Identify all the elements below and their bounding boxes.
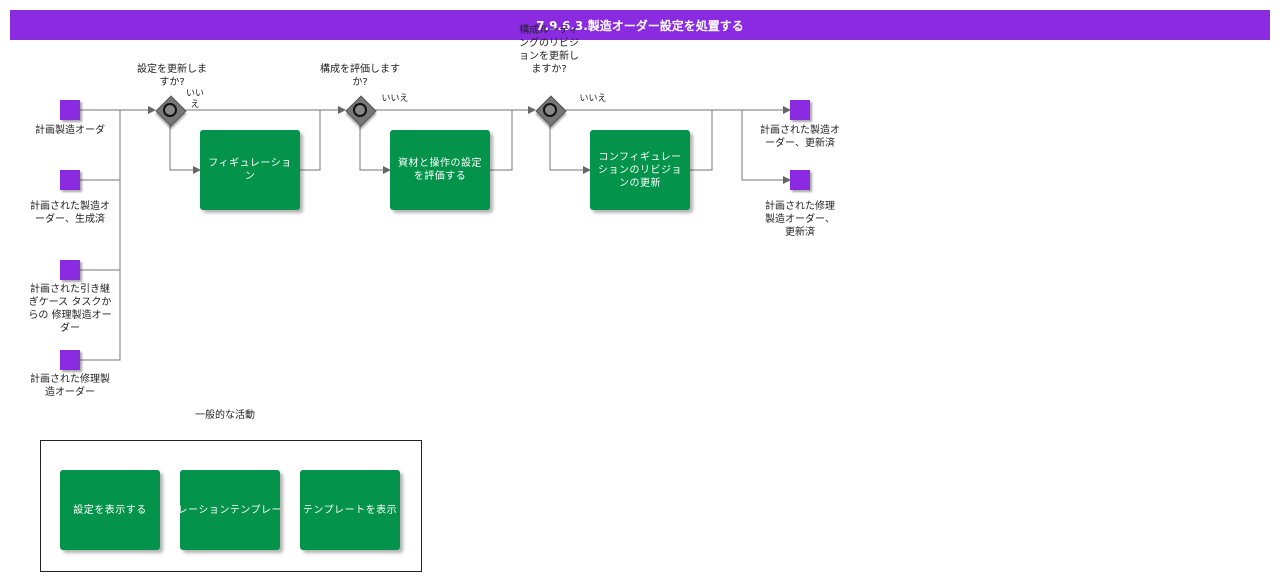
task-configuration[interactable]: フィギュレーション [200,130,300,210]
start-event-2-label: 計画された製造オーダー、生成済 [30,201,110,225]
flow-task2-out [490,110,513,171]
gateway-2-question: 構成を評価しますか? [320,64,400,88]
task-edit-configuration-template[interactable]: フィギュレーションテンプレートの編集 [180,470,280,550]
gateway-1-no-label: いいえ [185,89,204,110]
gateway-2-marker-icon [353,103,367,117]
start-event-4[interactable] [60,350,80,370]
gateway-3-question: 構成ルーティングのリビジョンを更新しますか? [519,25,579,75]
gateway-3-marker-icon [543,103,557,117]
task-update-configuration-revision[interactable]: コンフィギュレーションのリビジョンの更新 [590,130,690,210]
start-event-3[interactable] [60,260,80,280]
diagram-title: 7.9.6.3.製造オーダー設定を処置する [10,10,1270,40]
flow-task3-out [690,110,713,171]
end-event-2-label: 計画された修理 製造オーダー、 更新済 [765,201,835,238]
gateway-1-marker-icon [163,103,177,117]
flow-task1-out [300,110,321,171]
end-event-1-label: 計画された製造オーダー、更新済 [760,125,840,149]
task-evaluate-material-operation[interactable]: 資材と操作の設定を評価する [390,130,490,210]
start-event-1-label: 計画製造オーダ [35,125,105,136]
start-event-4-label: 計画された修理製造オーダー [30,374,110,398]
flow-end-2 [741,110,791,184]
task-show-settings[interactable]: 設定を表示する [60,470,160,550]
general-activities-group [40,440,422,572]
start-event-3-label: 計画された引き継ぎケース タスクからの 修理製造オーダー [28,284,112,334]
gateway-2-no-label: いいえ [381,94,409,104]
flow-start-2 [80,110,121,181]
flow-start-4 [80,270,121,361]
task-show-template[interactable]: テンプレートを表示 [300,470,400,550]
start-event-1[interactable] [60,100,80,120]
flow-gw2-yes [359,125,391,174]
end-event-2[interactable] [790,170,810,190]
start-event-2[interactable] [60,170,80,190]
flow-gw3-yes [549,125,591,174]
gateway-1-question: 設定を更新しますか? [137,64,207,88]
flow-gw1-yes [169,125,201,174]
end-event-1[interactable] [790,100,810,120]
gateway-3-no-label: いいえ [579,94,607,104]
general-activities-label: 一般的な活動 [195,410,255,421]
